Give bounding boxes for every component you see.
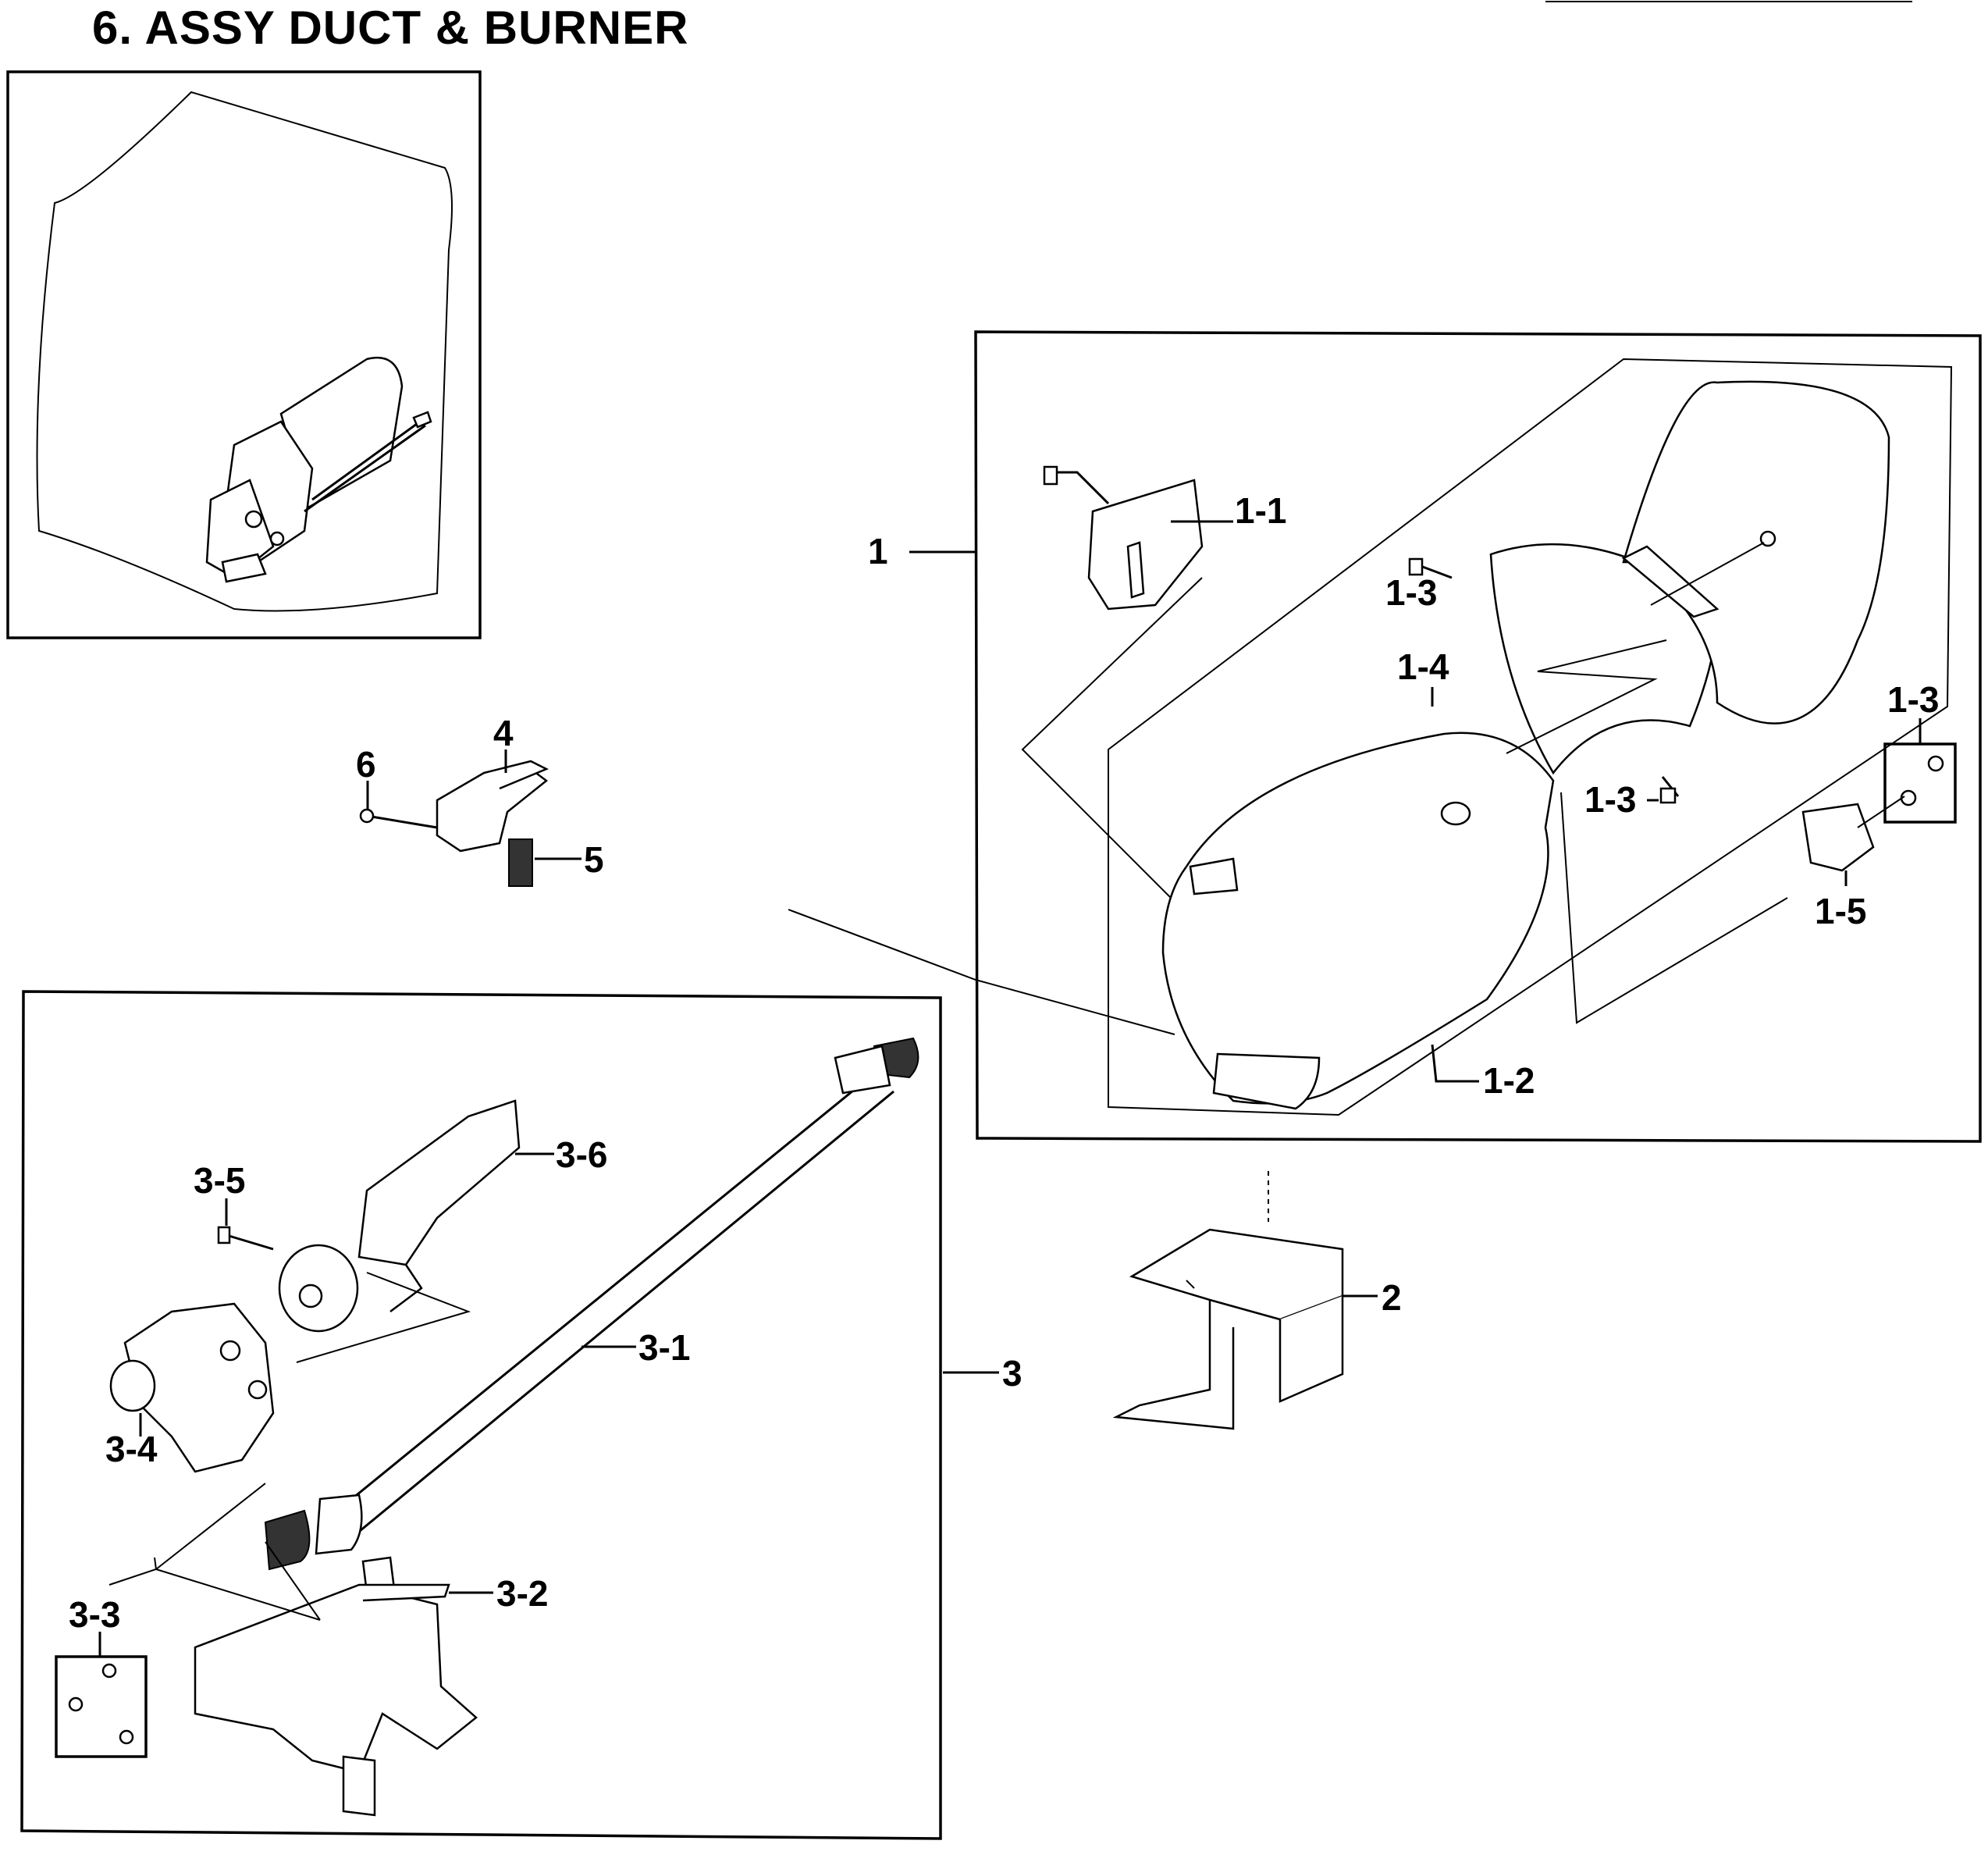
label-1-3-b: 1-3 xyxy=(1584,779,1636,820)
upper-duct-body xyxy=(1622,380,1890,725)
page-title: 6. ASSY DUCT & BURNER xyxy=(92,2,689,54)
label-3-3: 3-3 xyxy=(69,1594,120,1635)
part-2-bracket xyxy=(1112,1171,1344,1430)
duct-slot xyxy=(1189,857,1239,895)
screw-1-3-a xyxy=(1408,557,1424,576)
part-3-5-screw xyxy=(226,1234,274,1251)
label-3-1: 3-1 xyxy=(638,1327,690,1368)
screw-1-3-box xyxy=(1883,742,1957,824)
label-3-5: 3-5 xyxy=(194,1160,245,1201)
label-5: 5 xyxy=(584,839,604,880)
igniter-group xyxy=(359,760,549,887)
label-1-5: 1-5 xyxy=(1815,891,1866,931)
label-3: 3 xyxy=(1002,1353,1022,1394)
duct-body xyxy=(1161,732,1555,1105)
assembly-1-frame xyxy=(974,330,1982,1143)
part-3-2-bracket xyxy=(155,1541,478,1817)
label-1-4: 1-4 xyxy=(1397,646,1449,687)
label-3-6: 3-6 xyxy=(556,1134,607,1175)
label-3-2: 3-2 xyxy=(496,1573,548,1614)
label-4: 4 xyxy=(493,713,514,753)
assembly-1-group xyxy=(788,330,1982,1143)
label-1-1: 1-1 xyxy=(1235,490,1286,531)
part-5-gasket xyxy=(508,838,533,887)
part-6-screw-head xyxy=(359,808,375,824)
label-1: 1 xyxy=(868,531,888,571)
label-2: 2 xyxy=(1382,1277,1402,1318)
label-1-3-a: 1-3 xyxy=(1385,572,1437,613)
upper-duct xyxy=(1489,543,1720,775)
label-1-2: 1-2 xyxy=(1483,1060,1535,1101)
duct-hole xyxy=(1440,801,1471,826)
part-1-5-sensor xyxy=(1801,803,1875,872)
screw-1-3-b xyxy=(1659,787,1677,804)
label-1-3-c: 1-3 xyxy=(1887,679,1939,720)
assembly-1-inner-frame xyxy=(1108,358,1953,1116)
assembly-3-frame xyxy=(20,990,942,1840)
label-3-4: 3-4 xyxy=(105,1429,158,1469)
part-3-4-valve xyxy=(109,1302,275,1473)
part-1-1-screw xyxy=(1043,465,1058,486)
screw-1-3-c xyxy=(1759,530,1776,547)
part-3-6-burner xyxy=(278,1099,521,1333)
callouts: 1 1-1 1-3 1-4 1-3 1-3 1-5 1-2 2 xyxy=(69,490,1939,1657)
assembly-3-group xyxy=(20,990,942,1840)
part-6-screw-shaft xyxy=(366,814,438,829)
label-6: 6 xyxy=(356,744,376,785)
part-1-1-bracket xyxy=(1087,479,1204,611)
overview-frame xyxy=(6,70,482,639)
cabinet-outline xyxy=(36,91,453,612)
overview-inset xyxy=(6,70,482,639)
overview-burner-assembly xyxy=(205,357,432,583)
duct-flange xyxy=(1212,1052,1321,1110)
part-3-1-tube xyxy=(264,1037,919,1571)
